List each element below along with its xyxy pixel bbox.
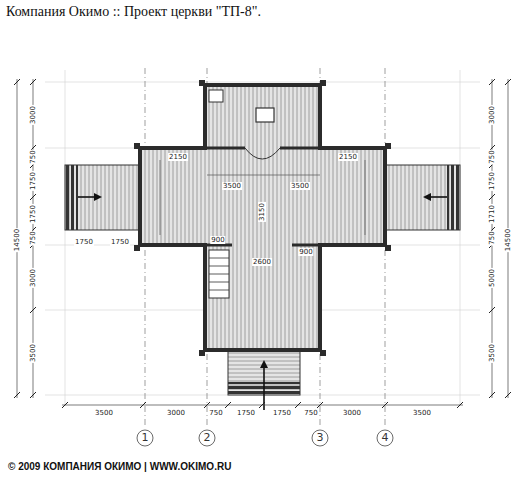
dimension-label: 3150 [258, 202, 266, 222]
dimension-label: 3500 [222, 182, 242, 190]
dimension-tick [505, 392, 511, 398]
dimension-tick [489, 194, 495, 200]
dimension-label: 750 [208, 409, 223, 417]
dimension-label: 1750 [272, 409, 292, 417]
dimension-tick [140, 402, 146, 408]
entrance-arrows [78, 197, 447, 410]
dimension-label: 1750 [488, 171, 496, 191]
dimension-label: 750 [303, 409, 318, 417]
dimension-tick [225, 402, 231, 408]
dimension-lines [17, 79, 508, 405]
dimension-label: 3500 [29, 343, 37, 363]
axis-number: 4 [382, 432, 389, 444]
axis-number: 1 [142, 432, 149, 444]
dimension-label: 750 [29, 230, 37, 245]
dimension-label: 750 [488, 230, 496, 245]
dimension-label: 3500 [488, 343, 496, 363]
dimension-label: 750 [29, 149, 37, 164]
inner-walls [205, 148, 320, 300]
dimension-label: 1750 [29, 204, 37, 224]
right-porch [385, 165, 460, 230]
stair-treads [209, 258, 229, 290]
dimension-label: 900 [210, 236, 225, 244]
axis-circles [137, 430, 393, 446]
dimension-tick [489, 79, 495, 85]
dimension-label: 14500 [504, 228, 512, 252]
grid [45, 70, 480, 405]
dimension-label: 2150 [338, 153, 358, 161]
dimension-label: 1710 [488, 204, 496, 224]
dimension-label: 3000 [342, 409, 362, 417]
dimension-label: 750 [488, 149, 496, 164]
dimension-label: 3000 [29, 268, 37, 288]
dimension-label: 1750 [74, 238, 94, 246]
dimension-label: 3000 [29, 105, 37, 125]
dimension-tick [259, 402, 265, 408]
dimension-label: 3000 [488, 105, 496, 125]
dimension-label: 900 [298, 248, 313, 256]
axis-number: 2 [204, 432, 211, 444]
altar-table [256, 108, 274, 122]
dimension-tick [317, 402, 323, 408]
dimension-tick [505, 79, 511, 85]
axis-number: 3 [317, 432, 324, 444]
left-porch [65, 165, 140, 230]
dimension-tick [489, 307, 495, 313]
dimension-tick [30, 194, 36, 200]
dimension-tick [62, 402, 68, 408]
side-table [209, 90, 223, 102]
dimension-label: 3500 [290, 182, 310, 190]
floor [140, 85, 385, 350]
dimension-label: 2150 [168, 153, 188, 161]
dimension-label: 1750 [110, 238, 130, 246]
log-ends [134, 80, 391, 356]
dimension-tick [204, 402, 210, 408]
dimension-label: 3000 [166, 409, 186, 417]
page-title: Компания Окимо :: Проект церкви "ТП-8". [6, 4, 261, 20]
dimension-tick [30, 392, 36, 398]
dimension-tick [30, 79, 36, 85]
dimension-tick [30, 307, 36, 313]
dimension-tick [382, 402, 388, 408]
dimension-tick [457, 402, 463, 408]
dimension-label: 1750 [29, 171, 37, 191]
interior-lines [160, 160, 365, 235]
dimension-tick [295, 402, 301, 408]
dimension-label: 1750 [236, 409, 256, 417]
dimension-label: 5000 [488, 268, 496, 288]
dimension-tick [14, 79, 20, 85]
iconostasis-gate [245, 148, 280, 159]
dimension-ticks [14, 79, 511, 408]
dimension-label: 14500 [13, 228, 21, 252]
dimension-label: 3500 [94, 409, 114, 417]
dimension-label: 2600 [252, 258, 272, 266]
staircase [209, 250, 229, 298]
dimension-tick [14, 392, 20, 398]
dimension-label: 3500 [412, 409, 432, 417]
log-walls [140, 85, 385, 350]
copyright-caption: © 2009 КОМПАНИЯ ОКИМО | WWW.OKIMO.RU [8, 461, 231, 473]
dimension-tick [489, 392, 495, 398]
